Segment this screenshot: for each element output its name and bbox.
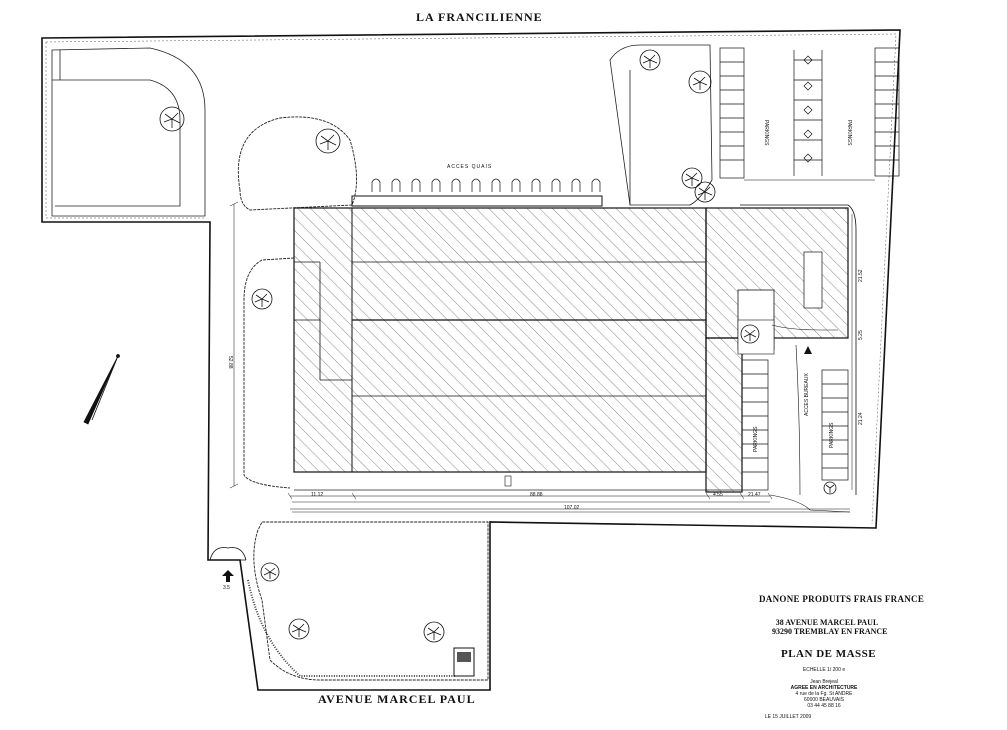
parking-east xyxy=(741,359,849,491)
architect-address-1: 4 rue de la Fg. St ANDRE xyxy=(795,691,853,697)
dim-10702: 107.02 xyxy=(564,505,580,511)
plan-title: PLAN DE MASSE xyxy=(781,648,877,660)
architect-address-2: 60000 BEAUVAIS xyxy=(804,697,844,703)
dim-525: 5.25 xyxy=(858,330,864,340)
office-access-arrow-icon xyxy=(804,346,812,354)
tree-icon xyxy=(260,562,280,582)
tree-icon xyxy=(694,181,716,203)
plan-date: LE 15 JUILLET 2009 xyxy=(764,714,812,720)
parking-islands xyxy=(803,55,813,163)
dim-1112: 11.12 xyxy=(311,492,324,498)
label-parking-ne-left: PARKINGS xyxy=(763,120,769,146)
tree-icon xyxy=(688,70,712,94)
trees xyxy=(159,49,837,643)
tree-icon xyxy=(251,288,273,310)
scale-label: ECHELLE 1/ 200 e xyxy=(802,667,846,673)
label-acces-bureaux: ACCES BUREAUX xyxy=(804,373,810,416)
tree-icon xyxy=(740,324,760,344)
dim-35: 3.5 xyxy=(223,585,230,591)
property-boundary xyxy=(41,29,901,691)
loading-bays xyxy=(371,178,601,192)
architect-title: AGREE EN ARCHITECTURE xyxy=(790,685,858,691)
green-area-south xyxy=(253,521,489,681)
tree-icon xyxy=(681,167,703,189)
dim-2147: 21.47 xyxy=(748,492,761,498)
tree-icon xyxy=(288,618,310,640)
tree-icon xyxy=(639,49,661,71)
green-area-west xyxy=(243,257,295,489)
company-name: DANONE PRODUITS FRAIS FRANCE xyxy=(759,594,925,604)
address-line-1: 38 AVENUE MARCEL PAUL xyxy=(775,618,879,627)
dim-2124: 21.24 xyxy=(858,412,864,425)
parking-northeast xyxy=(719,47,900,179)
architect-name: Jean Brejeal xyxy=(810,679,838,685)
label-parking-ne-right: PARKINGS xyxy=(846,120,852,146)
street-label-north: LA FRANCILIENNE xyxy=(416,10,543,24)
dimension-lines xyxy=(229,201,853,510)
entrance-arrow-icon xyxy=(222,570,234,582)
label-parking-mid: PARKINGS xyxy=(753,426,759,452)
entrance-gate xyxy=(209,547,247,561)
tree-icon xyxy=(823,481,837,495)
dim-455: 4.55 xyxy=(713,492,723,498)
label-parking-east: PARKINGS xyxy=(829,422,835,448)
green-area-north xyxy=(237,116,357,211)
tree-icon xyxy=(315,128,341,154)
north-arrow-icon xyxy=(83,354,120,425)
street-label-south: AVENUE MARCEL PAUL xyxy=(318,692,476,706)
tree-icon xyxy=(159,106,185,132)
dim-2152: 21.52 xyxy=(858,269,864,282)
architect-phone: 03 44 45 88 16 xyxy=(807,703,841,709)
address-line-2: 93290 TREMBLAY EN FRANCE xyxy=(772,627,888,636)
dim-8888: 88.88 xyxy=(530,492,543,498)
label-acces-quais: ACCES QUAIS xyxy=(447,164,493,170)
dim-5288: 52.88 xyxy=(227,356,233,369)
tree-icon xyxy=(423,621,445,643)
main-building xyxy=(293,207,849,493)
green-area-northwest xyxy=(51,47,206,217)
